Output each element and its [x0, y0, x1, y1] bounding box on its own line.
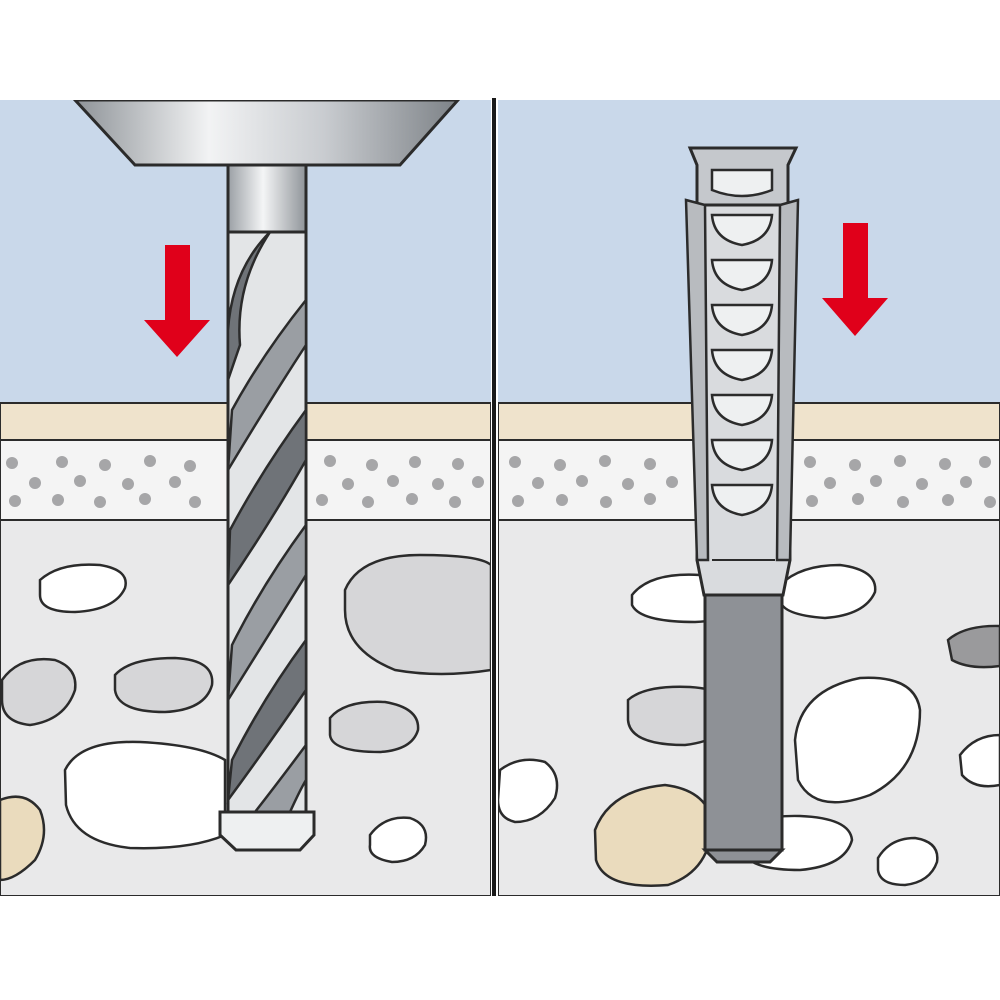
- panel-step-1: [0, 100, 491, 896]
- wall-plug: [684, 146, 800, 864]
- panel-step-2: [498, 100, 1000, 896]
- down-arrow-icon: [144, 245, 210, 357]
- plug-right-wing: [775, 198, 800, 562]
- plug-tip: [701, 848, 786, 864]
- plug-left-wing: [684, 198, 710, 562]
- down-arrow-icon: [822, 223, 888, 336]
- plug-lower-shaft: [703, 593, 784, 852]
- drill-chuck: [72, 100, 461, 167]
- screed-dots: [509, 455, 996, 508]
- aggregate-stones: [0, 553, 491, 882]
- drill-bit: [218, 163, 316, 852]
- screed-dots: [6, 455, 484, 508]
- plug-ribs: [710, 168, 774, 517]
- drill-flutes: [226, 231, 308, 814]
- drill-tip: [218, 810, 316, 852]
